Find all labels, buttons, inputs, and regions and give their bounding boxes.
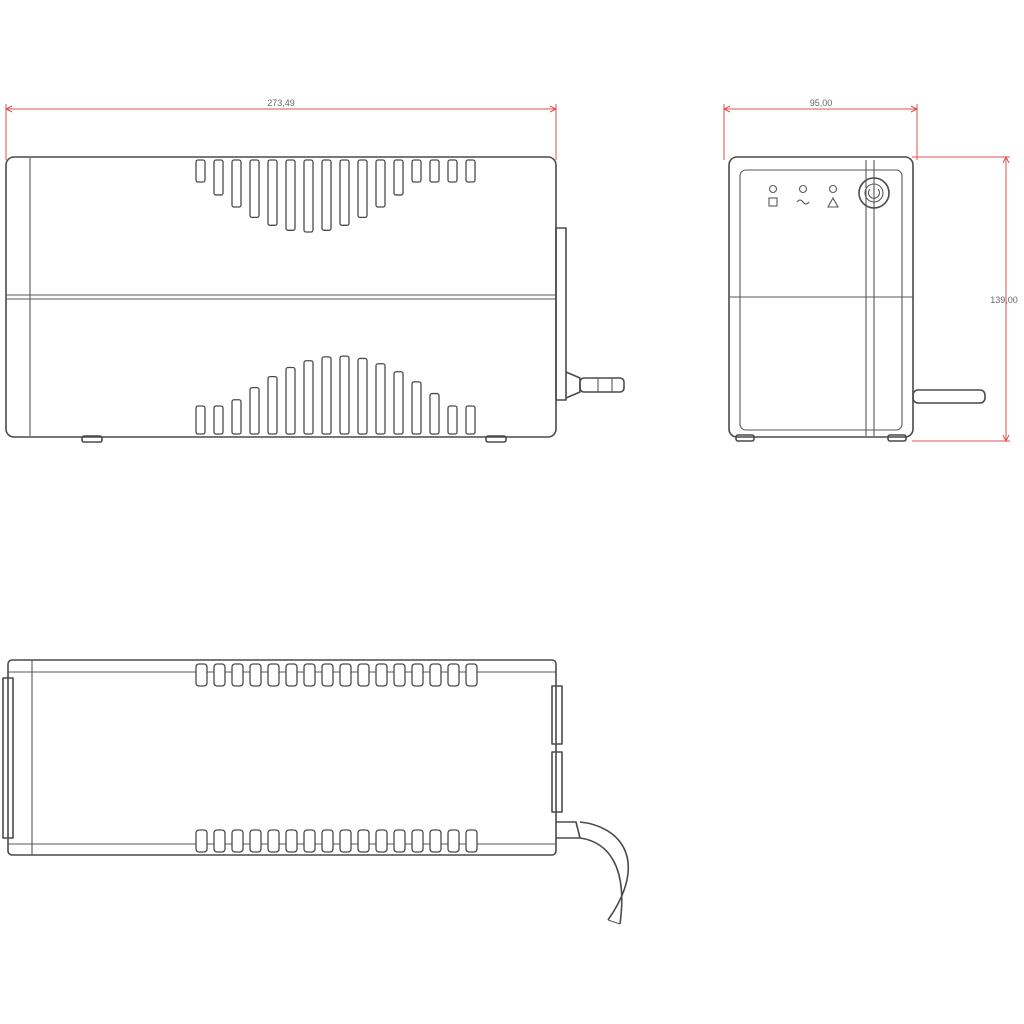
vent-slot (321, 829, 334, 853)
vent-slot (285, 366, 296, 435)
vent-slot (231, 399, 242, 435)
vent-slot (213, 829, 226, 853)
vent-slot (375, 663, 388, 687)
vent-slot (285, 159, 296, 231)
top-vents-upper (195, 663, 478, 687)
vent-slot (447, 405, 458, 435)
vent-slot (339, 355, 350, 435)
vent-slot (465, 829, 478, 853)
vent-slot (447, 159, 458, 183)
vent-slot (321, 356, 332, 435)
vent-slot (321, 663, 334, 687)
vent-slot (429, 829, 442, 853)
vent-slot (429, 663, 442, 687)
vent-slot (267, 663, 280, 687)
vent-slot (267, 159, 278, 226)
vent-slot (267, 829, 280, 853)
side-view (5, 156, 625, 443)
vent-slot (303, 360, 314, 435)
top-vents-lower (195, 829, 478, 853)
vent-slot (285, 829, 298, 853)
vent-slot (339, 829, 352, 853)
vent-slot (213, 663, 226, 687)
vent-slot (303, 829, 316, 853)
depth-dimension: 95,00 (722, 98, 919, 160)
vent-slot (393, 371, 404, 435)
vent-slot (195, 159, 206, 183)
vent-slot (411, 159, 422, 183)
vent-slot (465, 405, 476, 435)
vent-slot (393, 829, 406, 853)
vent-slot (231, 159, 242, 208)
vent-slot (393, 159, 404, 196)
vent-slot (321, 159, 332, 231)
vent-slot (195, 829, 208, 853)
vent-slot (339, 159, 350, 226)
vent-slot (429, 392, 440, 435)
side-bottom-vents (195, 355, 476, 435)
vent-slot (447, 663, 460, 687)
side-top-vents (195, 159, 476, 233)
depth-dimension-label: 95,00 (810, 98, 833, 108)
vent-slot (231, 663, 244, 687)
battery-icon (768, 184, 778, 207)
vent-slot (411, 829, 424, 853)
vent-slot (249, 829, 262, 853)
vent-slot (411, 663, 424, 687)
width-dimension-label: 273,49 (267, 98, 295, 108)
vent-slot (195, 405, 206, 435)
front-view (728, 156, 986, 442)
vent-slot (231, 829, 244, 853)
vent-slot (303, 663, 316, 687)
vent-slot (465, 159, 476, 183)
vent-slot (393, 663, 406, 687)
width-dimension: 273,49 (4, 98, 558, 160)
vent-slot (249, 159, 260, 219)
top-view (2, 659, 629, 925)
vent-slot (339, 663, 352, 687)
vent-slot (195, 663, 208, 687)
vent-slot (465, 663, 478, 687)
vent-slot (213, 405, 224, 435)
vent-slot (357, 663, 370, 687)
vent-slot (213, 159, 224, 196)
height-dimension-label: 139,00 (990, 295, 1018, 305)
vent-slot (375, 159, 386, 208)
vent-slot (357, 829, 370, 853)
vent-slot (375, 363, 386, 435)
vent-slot (375, 829, 388, 853)
vent-slot (429, 159, 440, 183)
vent-slot (285, 663, 298, 687)
vent-slot (357, 357, 368, 435)
ac-power-icon (796, 184, 810, 205)
power-button-icon[interactable] (858, 177, 890, 209)
vent-slot (249, 386, 260, 435)
vent-slot (357, 159, 368, 219)
vent-slot (411, 381, 422, 435)
vent-slot (447, 829, 460, 853)
height-dimension: 139,00 (912, 155, 1018, 443)
vent-slot (303, 159, 314, 233)
warning-icon (827, 184, 839, 208)
vent-slot (267, 375, 278, 435)
vent-slot (249, 663, 262, 687)
